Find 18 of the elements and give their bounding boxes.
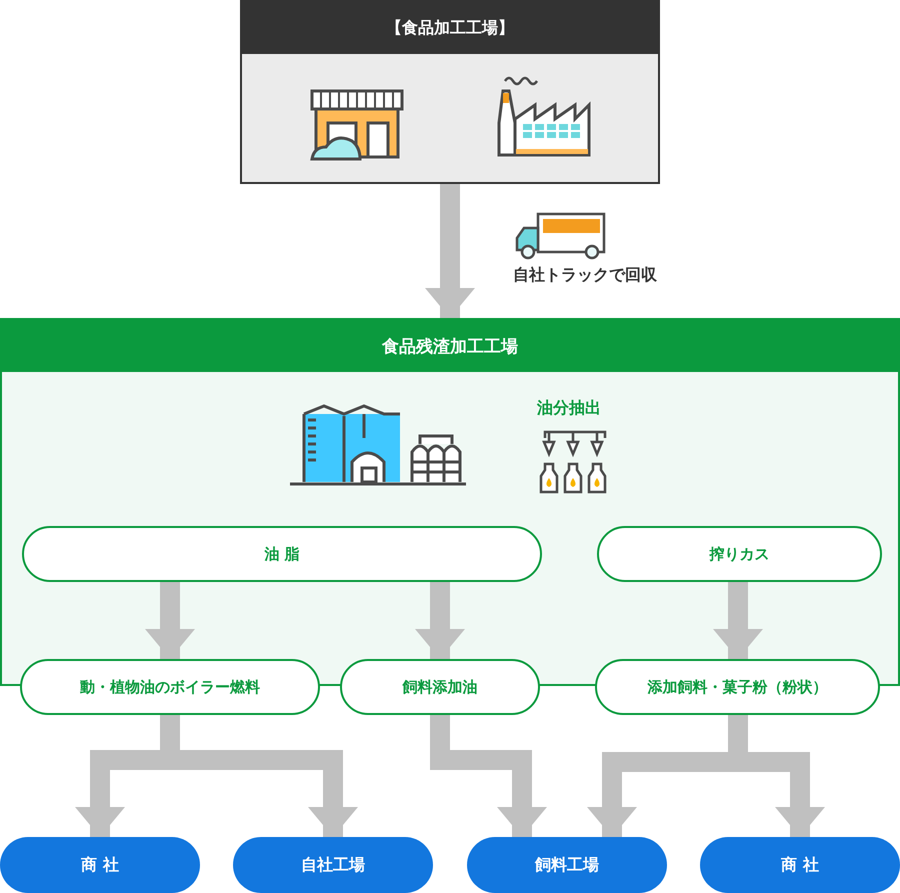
- panel-header: 食品残渣加工工場: [2, 320, 898, 372]
- flow-arrow: [425, 184, 475, 318]
- destination-pill: 商 社: [700, 837, 900, 893]
- destination-pill: 自社工場: [233, 837, 433, 893]
- edge-label: 自社トラックで回収: [513, 265, 657, 284]
- flow-arrow: [145, 580, 195, 659]
- destination-pill: 飼料工場: [467, 837, 667, 893]
- destination-pill: 商 社: [0, 837, 200, 893]
- panel-header: 【食品加工工場】: [242, 2, 658, 54]
- product-pill: 添加飼料・菓子粉（粉状）: [595, 659, 880, 715]
- product-pill: 飼料添加油: [340, 659, 540, 715]
- flow-arrow: [430, 715, 547, 837]
- flow-arrow: [415, 580, 465, 659]
- product-pill: 動・植物油のボイラー燃料: [20, 659, 320, 715]
- product-pill: 搾りカス: [597, 526, 882, 582]
- process-label: 油分抽出: [537, 398, 601, 417]
- product-pill: 油 脂: [22, 526, 542, 582]
- flow-arrow: [713, 580, 763, 659]
